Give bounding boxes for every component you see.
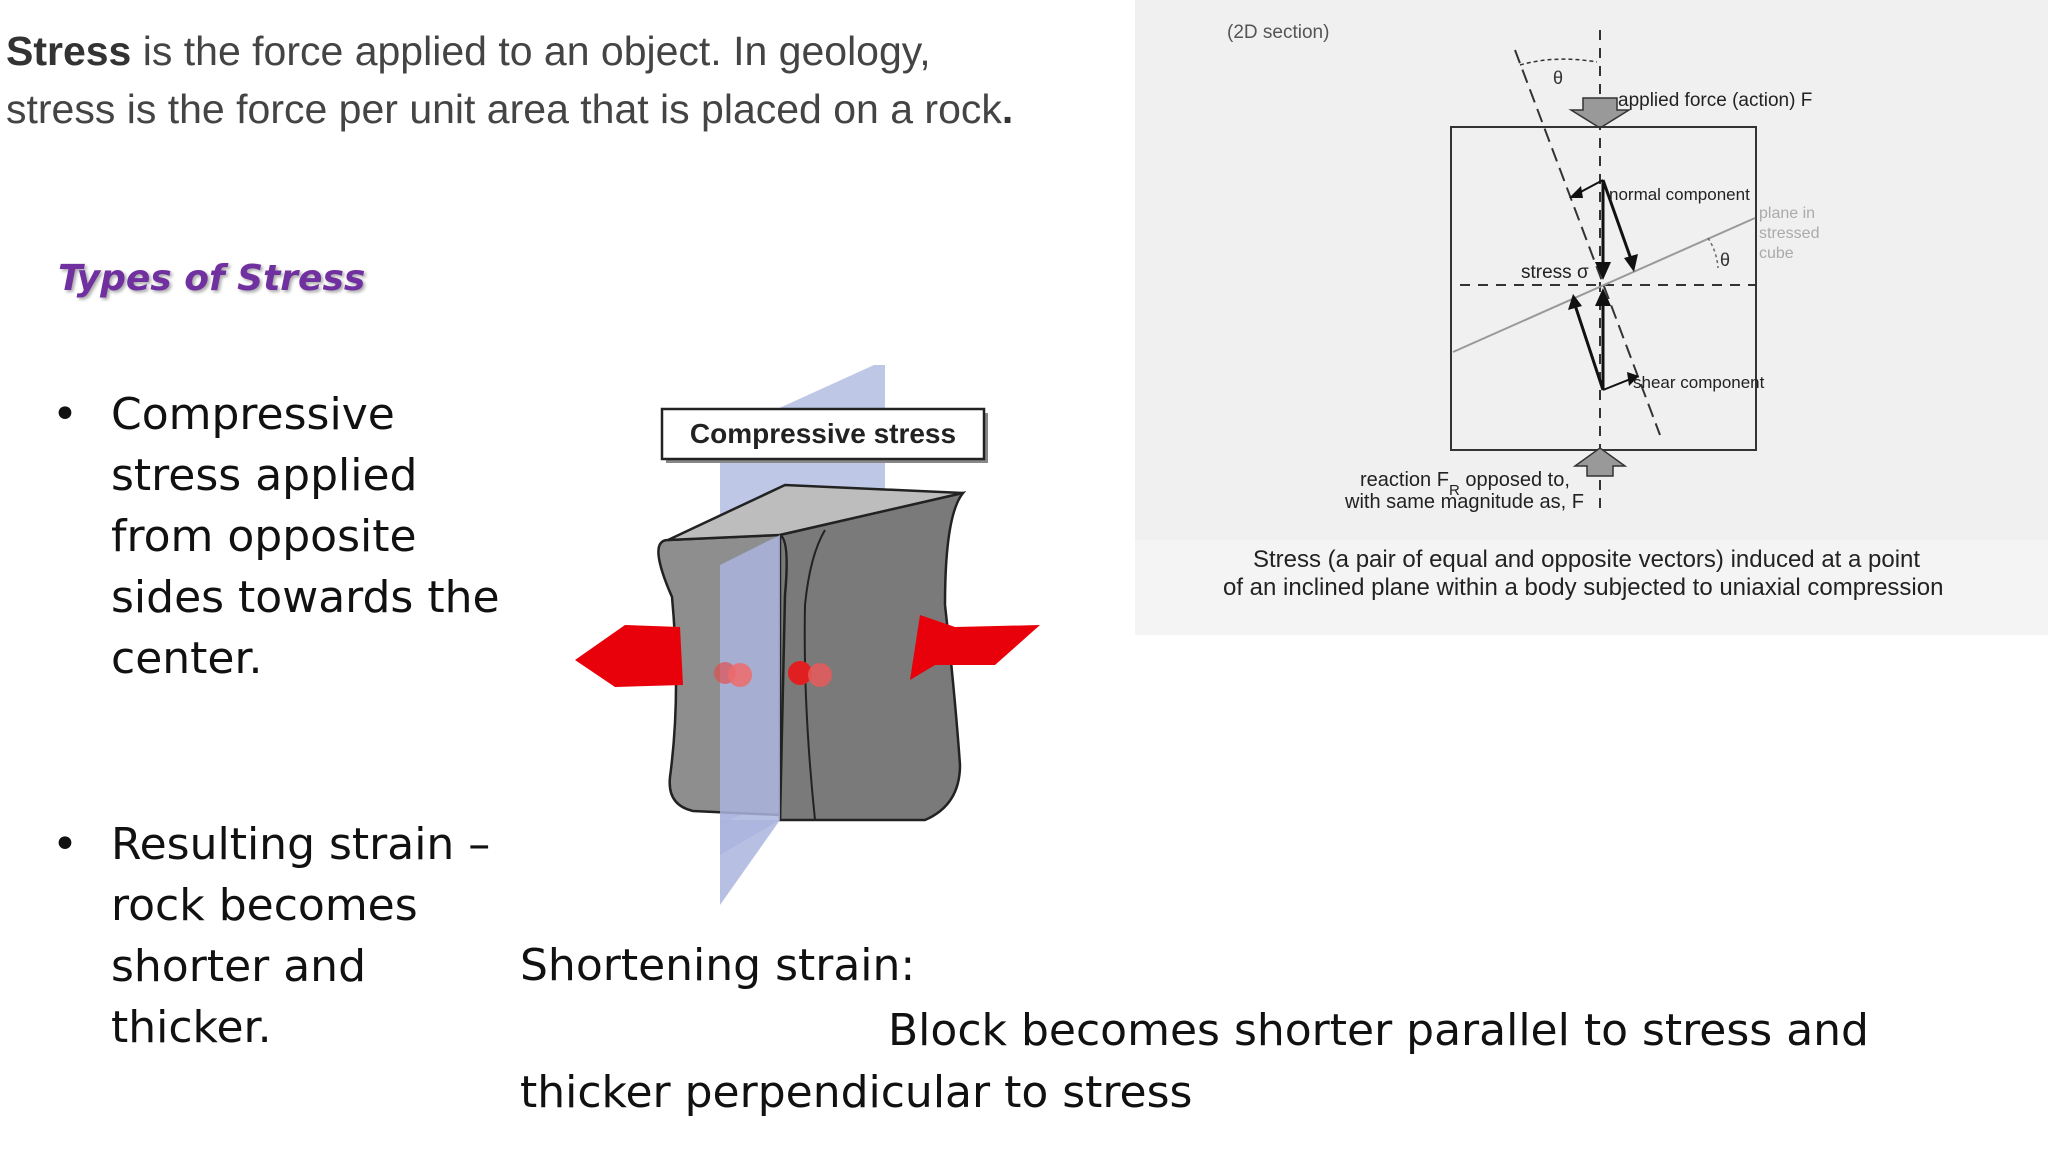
plane-label-2: stressed xyxy=(1759,225,1819,242)
section-label: (2D section) xyxy=(1227,22,1329,43)
intro-bold-term: Stress xyxy=(6,28,132,74)
compressive-stress-label: Compressive stress xyxy=(690,418,956,449)
stress-plane-front xyxy=(720,535,780,855)
intro-line2: stress is the force per unit area that i… xyxy=(6,86,1002,132)
arrowhead xyxy=(1627,372,1639,386)
particle xyxy=(788,661,812,685)
bullet-marker: • xyxy=(52,389,78,440)
scan-background xyxy=(1135,0,2048,635)
arrowhead xyxy=(1568,294,1582,310)
theta-right: θ xyxy=(1720,250,1730,270)
intro-line1: is the force applied to an object. In ge… xyxy=(131,28,931,74)
bullet-text: Compressive stress applied from opposite… xyxy=(111,389,500,684)
shortening-strain-description: Block becomes shorter parallel to stress… xyxy=(520,1005,1869,1118)
right-compression-arrow xyxy=(910,615,1040,680)
shortening-strain-label: Shortening strain: xyxy=(520,940,916,991)
plane-label-1: plane in xyxy=(1759,205,1815,222)
arrowhead xyxy=(1569,186,1583,198)
normal-vector xyxy=(1601,179,1634,263)
left-compression-arrow xyxy=(575,625,683,687)
normal-component-label: normal component xyxy=(1609,185,1750,204)
applied-force-arrow xyxy=(1568,97,1632,129)
caption-line-1: Stress (a pair of equal and opposite vec… xyxy=(1253,546,1920,573)
block-front-face xyxy=(778,490,967,822)
block-edge xyxy=(778,533,788,821)
bullet-text: Resulting strain – rock becomes shorter … xyxy=(111,819,491,1053)
inclined-plane xyxy=(1452,217,1756,353)
reaction-normal-vector xyxy=(1573,304,1605,391)
block-front-curve xyxy=(803,529,826,821)
reaction-force-arrow xyxy=(1572,447,1628,477)
stress-vector-diagram: (2D section) θ applied force (action) F … xyxy=(1135,0,2048,640)
theta-top: θ xyxy=(1553,68,1563,88)
label-box xyxy=(660,407,986,461)
arrowhead xyxy=(1595,262,1611,280)
stress-label: stress σ xyxy=(1521,262,1589,283)
intro-paragraph: Stress is the force applied to an object… xyxy=(6,22,1086,138)
caption-line-2: of an inclined plane within a body subje… xyxy=(1223,574,1943,601)
particle xyxy=(728,663,752,687)
applied-force-label: applied force (action) F xyxy=(1618,90,1812,111)
theta-arc-right xyxy=(1707,237,1719,269)
plane-label-3: cube xyxy=(1759,245,1794,262)
theta-arc-top xyxy=(1519,58,1598,66)
shear-component-label: shear component xyxy=(1633,373,1765,392)
arrowhead xyxy=(1624,254,1638,272)
shear-vector-bottom xyxy=(1602,377,1634,391)
types-of-stress-heading: Types of Stress xyxy=(58,258,366,299)
reaction-line-1: reaction FR opposed to, xyxy=(1360,469,1570,499)
reaction-line-2: with same magnitude as, F xyxy=(1344,491,1584,513)
scan-fade xyxy=(1135,540,2048,640)
bullet-marker: • xyxy=(52,819,78,870)
compressive-stress-illustration: Compressive stress xyxy=(575,365,1040,905)
arrowhead xyxy=(1595,288,1611,306)
plane-dashed-line xyxy=(1514,49,1661,436)
intro-line2-period: . xyxy=(1001,86,1014,132)
particle xyxy=(808,663,832,687)
stress-plane-bottom xyxy=(720,820,780,905)
